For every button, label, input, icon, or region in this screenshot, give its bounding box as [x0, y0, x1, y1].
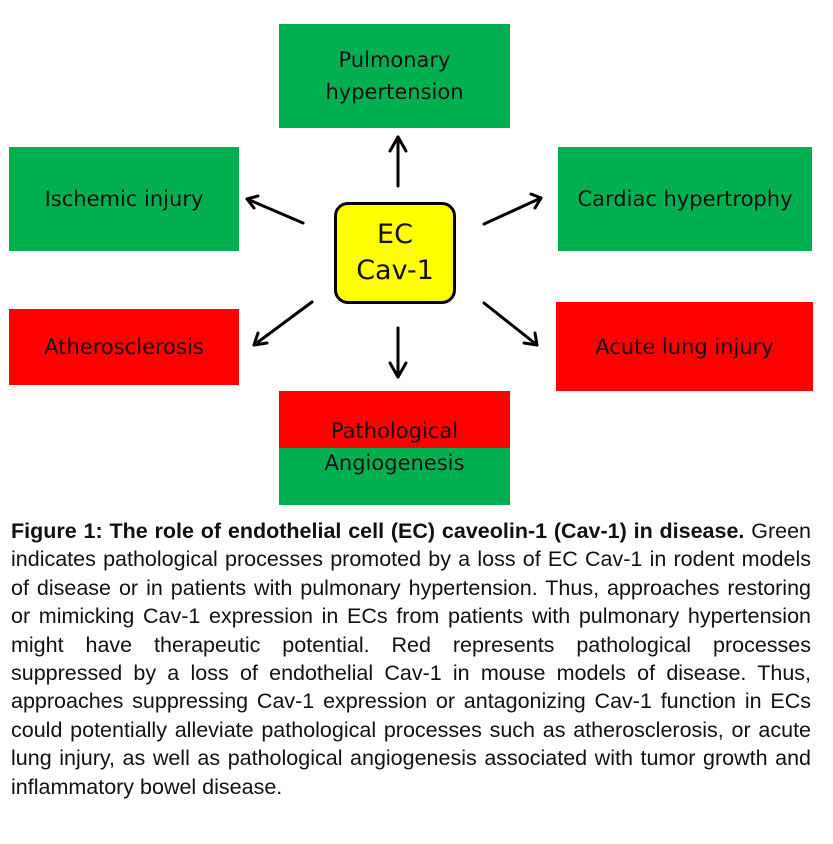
node-label: Cardiac hypertrophy	[577, 187, 793, 211]
node-label-line2: Angiogenesis	[324, 451, 465, 475]
node-label: Atherosclerosis	[44, 335, 204, 359]
center-label-line2: Cav-1	[356, 255, 434, 286]
caption-body: Green indicates pathological processes p…	[11, 519, 811, 799]
node-ischemic-injury: Ischemic injury	[9, 147, 239, 251]
arrow-to-ischemic-injury	[245, 194, 305, 225]
arrow-to-cardiac-hypertrophy	[482, 192, 543, 226]
node-label: Ischemic injury	[44, 187, 204, 211]
caption-title: Figure 1: The role of endothelial cell (…	[11, 519, 752, 543]
arrow-to-pathological-angiogenesis	[388, 326, 408, 379]
arrow-to-atherosclerosis	[252, 300, 314, 347]
node-green-half	[279, 448, 510, 505]
node-label-line2: hypertension	[325, 80, 464, 104]
node-cardiac-hypertrophy: Cardiac hypertrophy	[558, 147, 812, 251]
arrow-to-acute-lung-injury	[482, 301, 539, 347]
node-pathological-angiogenesis: Pathological Angiogenesis	[279, 391, 510, 505]
center-node-ec-cav1: EC Cav-1	[334, 202, 456, 304]
node-pulmonary-hypertension: Pulmonary hypertension	[279, 24, 510, 128]
node-label-line1: Pathological	[330, 419, 459, 443]
node-acute-lung-injury: Acute lung injury	[556, 302, 813, 391]
node-label: Acute lung injury	[595, 334, 774, 359]
arrow-to-pulmonary-hypertension	[388, 135, 408, 188]
arrows-layer	[245, 135, 543, 379]
node-red-half	[279, 391, 510, 448]
figure-caption: Figure 1: The role of endothelial cell (…	[11, 517, 811, 801]
center-label-line1: EC	[377, 219, 413, 250]
node-label-line1: Pulmonary	[338, 48, 451, 72]
node-atherosclerosis: Atherosclerosis	[9, 309, 239, 385]
